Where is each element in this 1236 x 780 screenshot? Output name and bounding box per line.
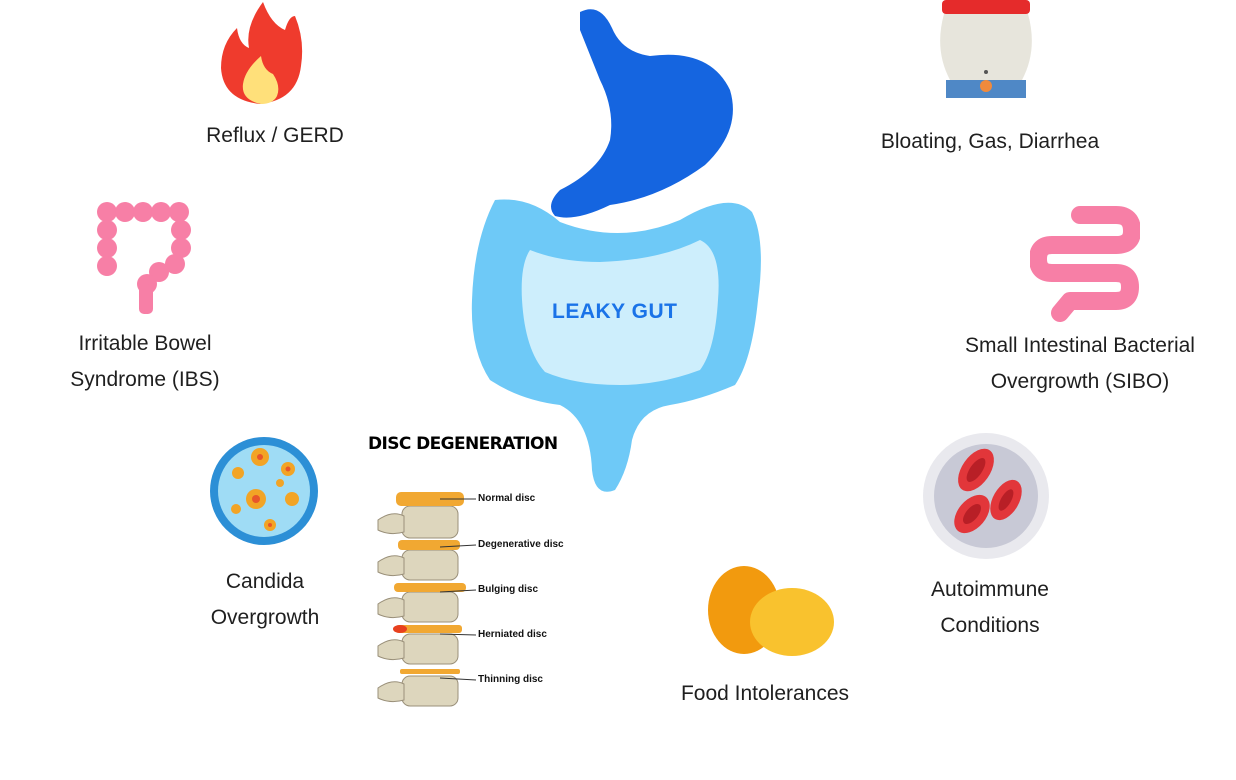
disc-label-normal: Normal disc: [478, 493, 536, 504]
label-bloating-line: Bloating, Gas, Diarrhea: [880, 130, 1100, 153]
label-sibo-line-1: Small Intestinal Bacterial: [965, 334, 1195, 357]
stomach-shape: [551, 9, 733, 218]
label-reflux: Reflux / GERD: [180, 118, 370, 154]
label-food-line: Food Intolerances: [680, 682, 850, 705]
label-sibo: Small Intestinal Bacterial Overgrowth (S…: [940, 328, 1220, 400]
label-autoimmune-line-1: Autoimmune: [931, 578, 1049, 601]
eggs-icon: [708, 566, 834, 656]
label-ibs-line-2: Syndrome (IBS): [70, 368, 220, 391]
colon-icon: [97, 202, 191, 314]
blood-cells-icon: [923, 433, 1049, 559]
label-candida-line-1: Candida: [225, 570, 305, 593]
spine-illustration: [377, 492, 466, 707]
label-autoimmune: Autoimmune Conditions: [890, 572, 1090, 644]
label-candida: Candida Overgrowth: [170, 564, 360, 636]
label-sibo-line-2: Overgrowth (SIBO): [990, 370, 1170, 393]
disc-label-herniated: Herniated disc: [478, 629, 547, 640]
label-reflux-line: Reflux / GERD: [206, 124, 344, 147]
label-ibs-line-1: Irritable Bowel: [78, 332, 212, 355]
small-intestine-icon: [1030, 206, 1140, 322]
disc-leader-lines: [440, 498, 477, 681]
center-label: LEAKY GUT: [552, 300, 678, 323]
label-food: Food Intolerances: [660, 676, 870, 712]
disc-label-bulging: Bulging disc: [478, 584, 538, 595]
intestine-lumen-shape: [521, 240, 719, 385]
label-candida-line-2: Overgrowth: [210, 606, 320, 629]
disc-label-thinning: Thinning disc: [478, 674, 543, 685]
label-bloating: Bloating, Gas, Diarrhea: [860, 124, 1120, 160]
fire-icon: [221, 2, 303, 104]
gut-illustration: [471, 9, 761, 492]
label-ibs: Irritable Bowel Syndrome (IBS): [50, 326, 240, 398]
disc-title: DISC DEGENERATION: [368, 434, 558, 454]
label-autoimmune-line-2: Conditions: [940, 614, 1040, 637]
bloated-belly-icon: [940, 0, 1032, 98]
petri-dish-icon: [210, 437, 318, 545]
disc-label-degenerative: Degenerative disc: [478, 539, 564, 550]
